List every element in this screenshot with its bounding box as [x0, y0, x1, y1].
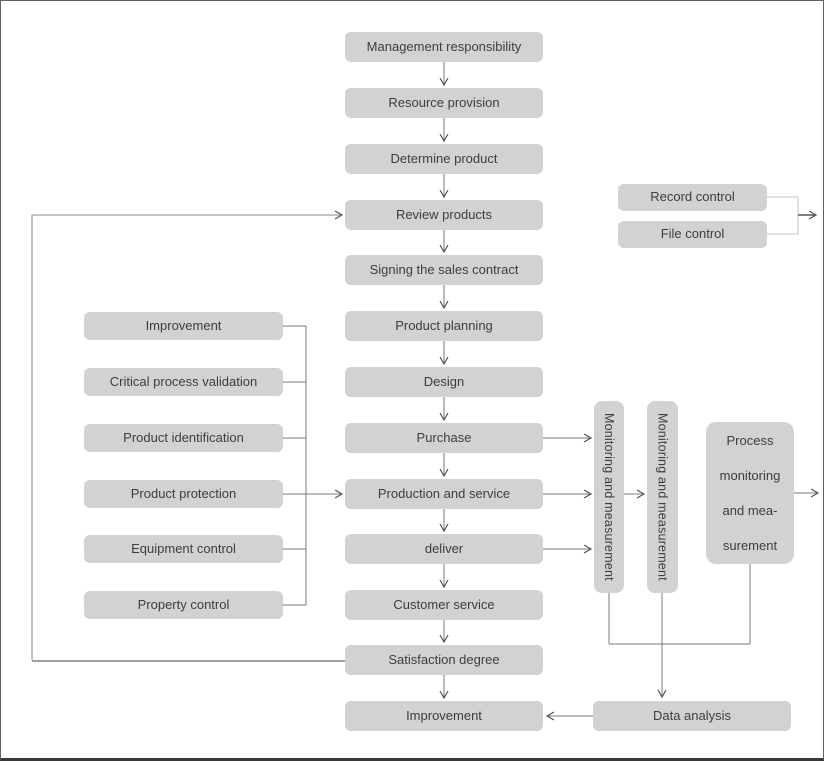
node-data-analysis: Data analysis [593, 701, 791, 731]
node-production-and-service: Production and service [345, 479, 543, 509]
node-improvement-left: Improvement [84, 312, 283, 340]
node-product-protection: Product protection [84, 480, 283, 508]
node-file-control: File control [618, 221, 767, 248]
node-satisfaction-degree: Satisfaction degree [345, 645, 543, 675]
node-management-responsibility: Management responsibility [345, 32, 543, 62]
node-property-control: Property control [84, 591, 283, 619]
node-customer-service: Customer service [345, 590, 543, 620]
node-equipment-control: Equipment control [84, 535, 283, 563]
node-record-control: Record control [618, 184, 767, 211]
node-process-monitoring-measurement: Process monitoring and mea- surement [706, 422, 794, 564]
node-improvement-main: Improvement [345, 701, 543, 731]
node-product-identification: Product identification [84, 424, 283, 452]
node-review-products: Review products [345, 200, 543, 230]
node-purchase: Purchase [345, 423, 543, 453]
node-determine-product: Determine product [345, 144, 543, 174]
node-resource-provision: Resource provision [345, 88, 543, 118]
node-critical-process-validation: Critical process validation [84, 368, 283, 396]
node-monitoring-measurement-2: Monitoring and measurement [647, 401, 678, 593]
node-design: Design [345, 367, 543, 397]
node-monitoring-measurement-1: Monitoring and measurement [594, 401, 624, 593]
node-signing-sales-contract: Signing the sales contract [345, 255, 543, 285]
node-product-planning: Product planning [345, 311, 543, 341]
node-deliver: deliver [345, 534, 543, 564]
